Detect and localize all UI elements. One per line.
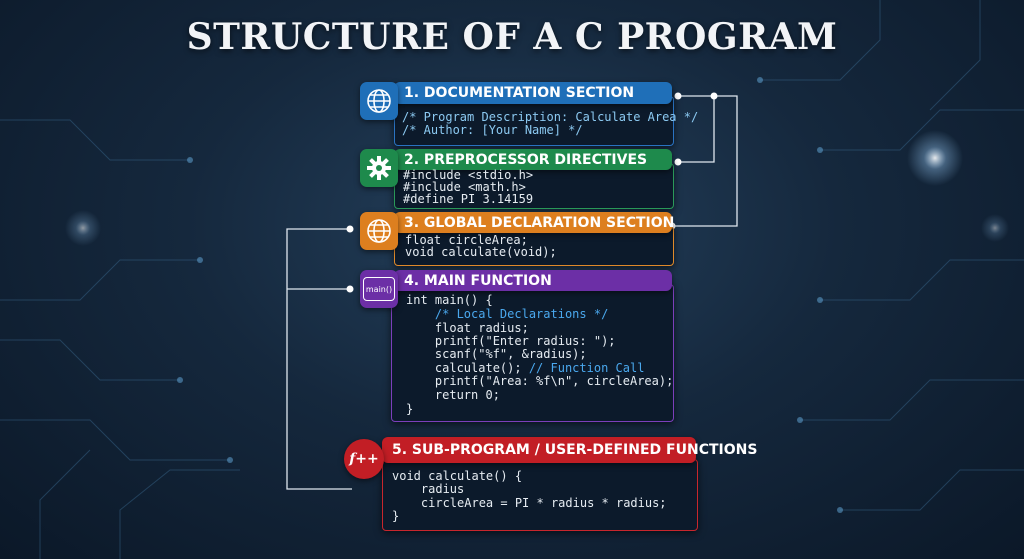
- code-line: float circleArea;: [405, 233, 528, 247]
- code-line: calculate(); // Function Call: [406, 361, 645, 375]
- code-comment: // Function Call: [528, 361, 645, 375]
- code-line: }: [406, 402, 414, 416]
- code-line: int main() {: [406, 293, 493, 307]
- section-heading: 2. PREPROCESSOR DIRECTIVES: [404, 151, 648, 168]
- code-line: circleArea = PI * radius * radius;: [392, 496, 667, 510]
- code-line: void calculate(void);: [405, 245, 557, 259]
- section-heading: 4. MAIN FUNCTION: [404, 272, 552, 289]
- globe-icon: [360, 212, 398, 250]
- page-title: STRUCTURE OF A C PROGRAM: [186, 16, 838, 58]
- subprogram-section: 5. SUB-PROGRAM / USER-DEFINED FUNCTIONS …: [344, 437, 757, 531]
- main-chat-icon: main(): [360, 270, 398, 308]
- section-header: 1. DOCUMENTATION SECTION: [394, 82, 672, 104]
- section-header: 2. PREPROCESSOR DIRECTIVES: [394, 149, 672, 170]
- global-declaration-section: 3. GLOBAL DECLARATION SECTION float circ…: [360, 212, 675, 266]
- main-icon-label: main(): [365, 284, 393, 294]
- code-line: /* Author: [Your Name] */: [402, 123, 583, 137]
- section-header: 5. SUB-PROGRAM / USER-DEFINED FUNCTIONS: [382, 437, 757, 463]
- section-heading: 5. SUB-PROGRAM / USER-DEFINED FUNCTIONS: [392, 442, 758, 458]
- code-line: #define PI 3.14159: [403, 192, 534, 206]
- code-box: [391, 284, 674, 422]
- code-box: [382, 459, 698, 531]
- code-line: /* Local Declarations */: [406, 307, 609, 321]
- documentation-section: 1. DOCUMENTATION SECTION /* Program Desc…: [360, 82, 698, 146]
- code-line: void calculate() {: [392, 469, 523, 483]
- code-line: #include <stdio.h>: [403, 168, 534, 182]
- code-line: #include <math.h>: [403, 180, 526, 194]
- gear-icon: [360, 149, 398, 187]
- section-header: 3. GLOBAL DECLARATION SECTION: [394, 212, 675, 233]
- function-icon: f++: [344, 439, 384, 479]
- function-icon-label: f++: [349, 451, 379, 467]
- section-header: 4. MAIN FUNCTION: [394, 270, 672, 291]
- code-line: printf("Enter radius: ");: [406, 334, 616, 348]
- code-text: calculate();: [406, 361, 529, 375]
- main-function-section: 4. MAIN FUNCTION main() int main() { /* …: [360, 270, 674, 422]
- section-heading: 3. GLOBAL DECLARATION SECTION: [404, 214, 675, 231]
- section-heading: 1. DOCUMENTATION SECTION: [404, 85, 635, 101]
- code-line: /* Program Description: Calculate Area *…: [402, 110, 699, 124]
- code-line: }: [392, 509, 400, 523]
- code-line: return 0;: [406, 388, 500, 402]
- preprocessor-section: 2. PREPROCESSOR DIRECTIVES #include <std…: [360, 149, 674, 209]
- code-line: float radius;: [406, 321, 529, 335]
- code-line: printf("Area: %f\n", circleArea);: [406, 374, 674, 388]
- code-line: radius: [392, 482, 465, 496]
- globe-icon: [360, 82, 398, 120]
- code-line: scanf("%f", &radius);: [406, 347, 587, 361]
